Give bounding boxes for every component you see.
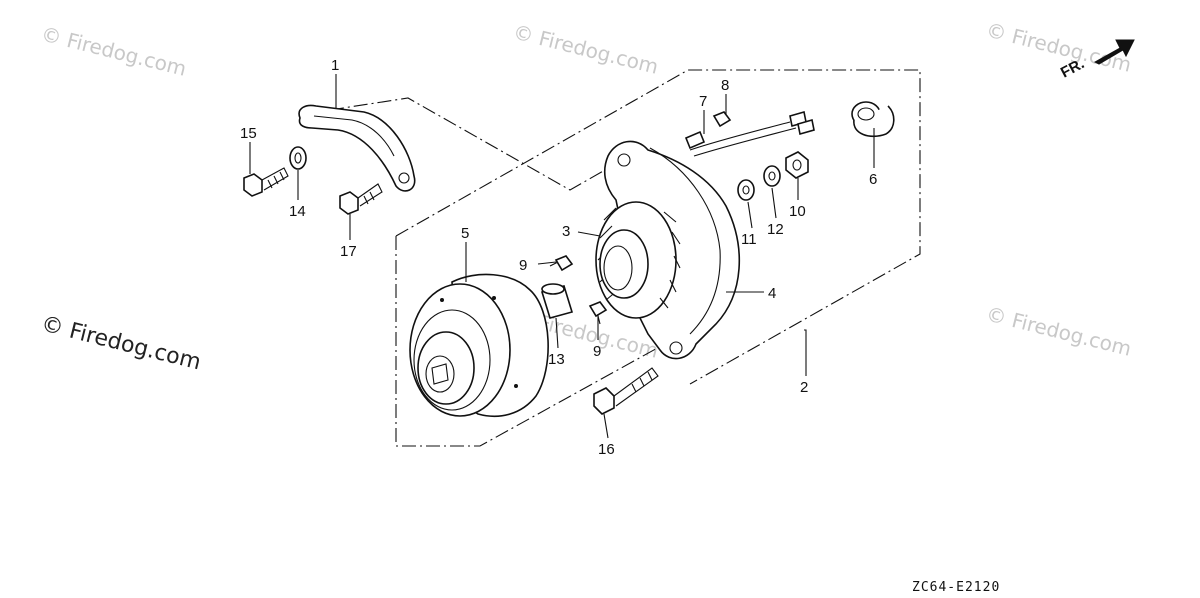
- callout-1: 1: [331, 57, 339, 74]
- callout-12: 12: [767, 221, 784, 238]
- part-3-stator: [595, 201, 681, 319]
- callout-5: 5: [461, 225, 469, 242]
- watermark-dark: © Firedog.com: [39, 312, 204, 376]
- part-14-washer: [289, 146, 307, 170]
- watermarks: © Firedog.com © Firedog.com © Firedog.co…: [39, 18, 1134, 376]
- part-16-bolt: [593, 367, 659, 415]
- callout-17: 17: [340, 243, 357, 260]
- callout-13: 13: [548, 351, 565, 368]
- callout-numbers: 1 2 3 4 5 6 7 8 9 9 10 11 12 13 14 15 16…: [240, 57, 877, 458]
- callout-16: 16: [598, 441, 615, 458]
- callout-10: 10: [789, 203, 806, 220]
- callout-6: 6: [869, 171, 877, 188]
- callout-4: 4: [768, 285, 776, 302]
- callout-2: 2: [800, 379, 808, 396]
- part-9-screw-upper: [549, 255, 574, 272]
- part-6-cap: [851, 101, 895, 138]
- wiring-harness: [689, 110, 815, 157]
- part-7-clip: [684, 130, 706, 150]
- part-10-nut: [785, 151, 809, 179]
- part-8-screw: [712, 111, 732, 128]
- part-13-collar: [540, 283, 574, 319]
- leader-lines: [249, 74, 875, 439]
- callout-8: 8: [721, 77, 729, 94]
- part-15-bolt: [243, 167, 289, 197]
- watermark: © Firedog.com: [984, 302, 1134, 361]
- callout-14: 14: [289, 203, 306, 220]
- part-12-spring-washer: [763, 165, 781, 187]
- diagram-code: ZC64-E2120: [912, 580, 1000, 595]
- assembly-frame: [329, 69, 921, 447]
- part-1-bracket: [298, 104, 416, 192]
- watermark: © Firedog.com: [511, 20, 661, 79]
- callout-7: 7: [699, 93, 707, 110]
- callout-9-lower: 9: [593, 343, 601, 360]
- watermark: © Firedog.com: [39, 22, 189, 81]
- callout-9-upper: 9: [519, 257, 527, 274]
- callout-15: 15: [240, 125, 257, 142]
- callout-3: 3: [562, 223, 570, 240]
- part-17-bolt: [339, 183, 383, 215]
- part-11-washer: [737, 179, 755, 201]
- front-direction-arrow-icon: [1093, 39, 1135, 65]
- callout-11: 11: [741, 231, 757, 248]
- part-5-rotor: [409, 273, 549, 418]
